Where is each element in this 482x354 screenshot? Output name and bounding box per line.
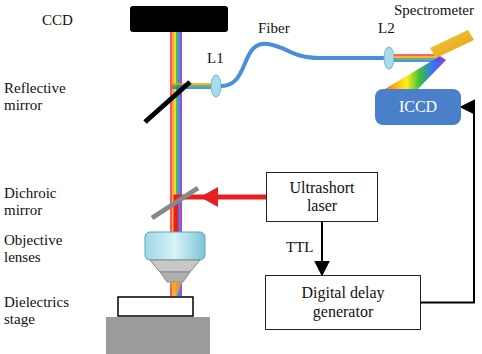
lens-l2 xyxy=(384,47,394,69)
dielectric-sample xyxy=(118,297,193,316)
part-label: Objective lenses xyxy=(4,232,88,266)
part-label: Fiber xyxy=(258,20,318,37)
part-label: CCD xyxy=(42,12,102,29)
optical-fiber xyxy=(221,44,384,86)
part-label: Dielectrics stage xyxy=(4,294,88,328)
signal-connector xyxy=(421,107,474,303)
dispersed-spectrum xyxy=(380,56,446,92)
stage-block xyxy=(106,317,210,354)
part-label: Reflective mirror xyxy=(4,80,88,114)
part-label: L1 xyxy=(207,50,237,67)
laser-box: Ultrashort laser xyxy=(266,172,378,222)
dichroic-mirror xyxy=(152,188,198,218)
signal-connector xyxy=(321,222,323,275)
laser-beam xyxy=(176,197,268,234)
lens-l1 xyxy=(211,75,221,97)
node-text: Ultrashort laser xyxy=(275,179,369,216)
detector-box: ICCD xyxy=(375,89,461,125)
reflective-mirror xyxy=(145,82,190,122)
node-text: Digital delay generator xyxy=(274,284,412,321)
laser-beam-arrowhead xyxy=(200,187,218,207)
generator-box: Digital delay generator xyxy=(265,275,421,330)
spectrometer-grating xyxy=(430,30,474,58)
ccd-bar xyxy=(130,6,228,32)
signal-label: TTL xyxy=(285,239,315,256)
part-label: L2 xyxy=(378,20,418,37)
node-text: ICCD xyxy=(399,98,437,116)
part-label: Dichroic mirror xyxy=(4,185,88,219)
spectral-beam xyxy=(394,55,440,61)
objective-lens xyxy=(145,232,205,282)
part-label: Spectrometer xyxy=(394,2,482,19)
focused-beam xyxy=(170,282,182,298)
